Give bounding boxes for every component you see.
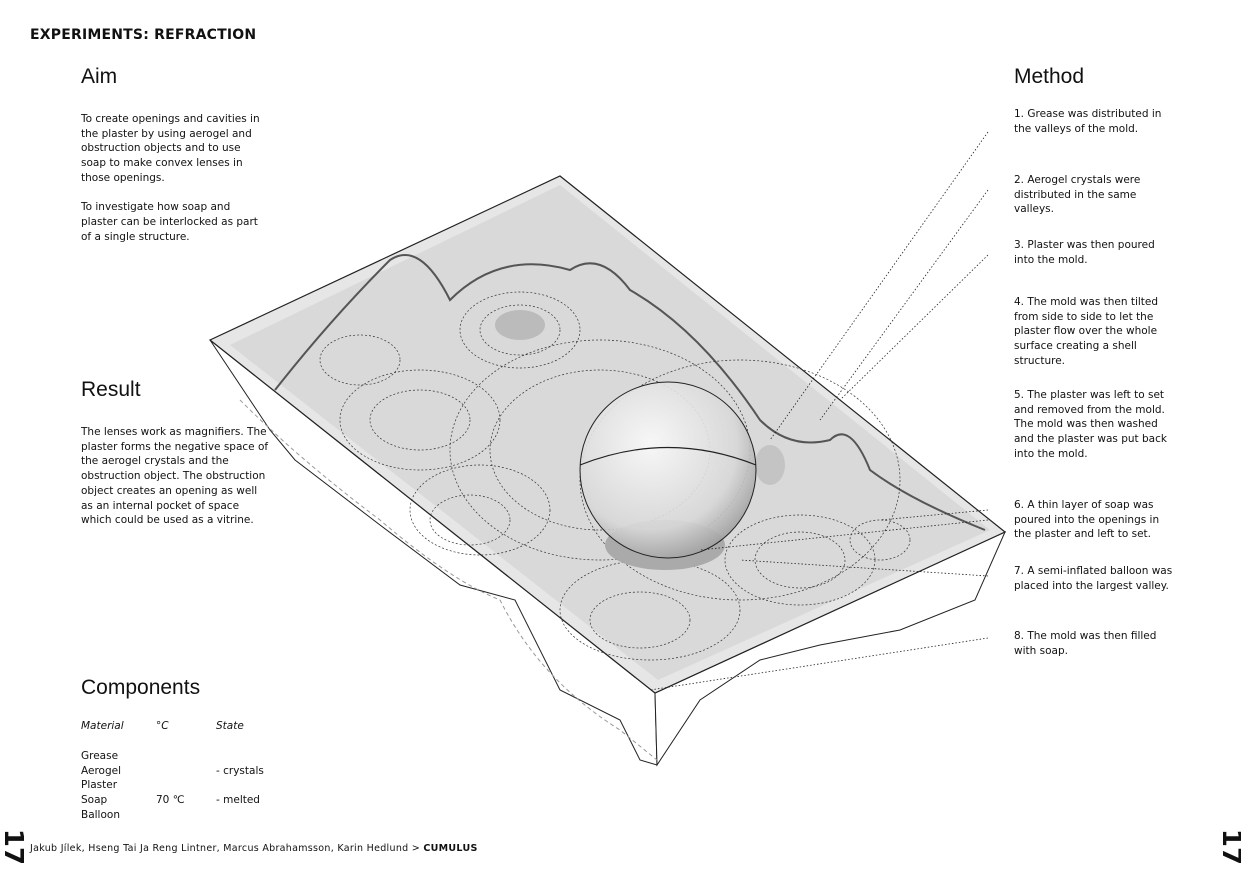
result-text: The lenses work as magnifiers. The plast… [81,426,269,527]
method-step: 3. Plaster was then poured into the mold… [1014,239,1155,266]
leader-lines [649,131,989,691]
column-header: °C [156,720,169,732]
method-step: 6. A thin layer of soap was poured into … [1014,499,1160,541]
footer-project: CUMULUS [423,843,478,854]
contour-lines [319,291,911,661]
page-title: EXPERIMENTS: REFRACTION [30,27,257,43]
method-step: 2. Aerogel crystals were distributed in … [1014,174,1141,216]
aim-heading: Aim [81,65,118,88]
method-step: 7. A semi-inflated balloon was placed in… [1014,565,1173,592]
footer-authors: Jakub Jílek, Hseng Tai Ja Reng Lintner, … [30,843,424,854]
page-number-right: 17 [1216,828,1241,866]
components-table: Material °C State Grease Aerogel- crystals… [81,719,264,823]
aim-text: To create openings and cavities in the p… [81,112,266,259]
page-number-left: 17 [0,828,29,866]
method-step: 5. The plaster was left to set and remov… [1014,389,1167,460]
aim-paragraph: To investigate how soap and plaster can … [81,201,258,243]
table-row: Balloon [81,808,120,821]
column-header: State [216,720,244,732]
method-step: 8. The mold was then filled with soap. [1014,630,1157,657]
method-heading: Method [1014,65,1085,88]
table-row: Plaster [81,779,118,792]
table-row: Aerogel- crystals [81,764,264,777]
aim-paragraph: To create openings and cavities in the p… [81,113,260,184]
balloon-sphere [579,381,757,559]
method-step: 4. The mold was then tilted from side to… [1014,296,1159,367]
result-heading: Result [81,378,141,401]
column-header: Material [81,720,124,732]
components-heading: Components [81,676,201,699]
table-row: Grease [81,750,119,762]
method-step: 1. Grease was distributed in the valleys… [1014,108,1162,135]
footer-credits: Jakub Jílek, Hseng Tai Ja Reng Lintner, … [30,842,478,857]
